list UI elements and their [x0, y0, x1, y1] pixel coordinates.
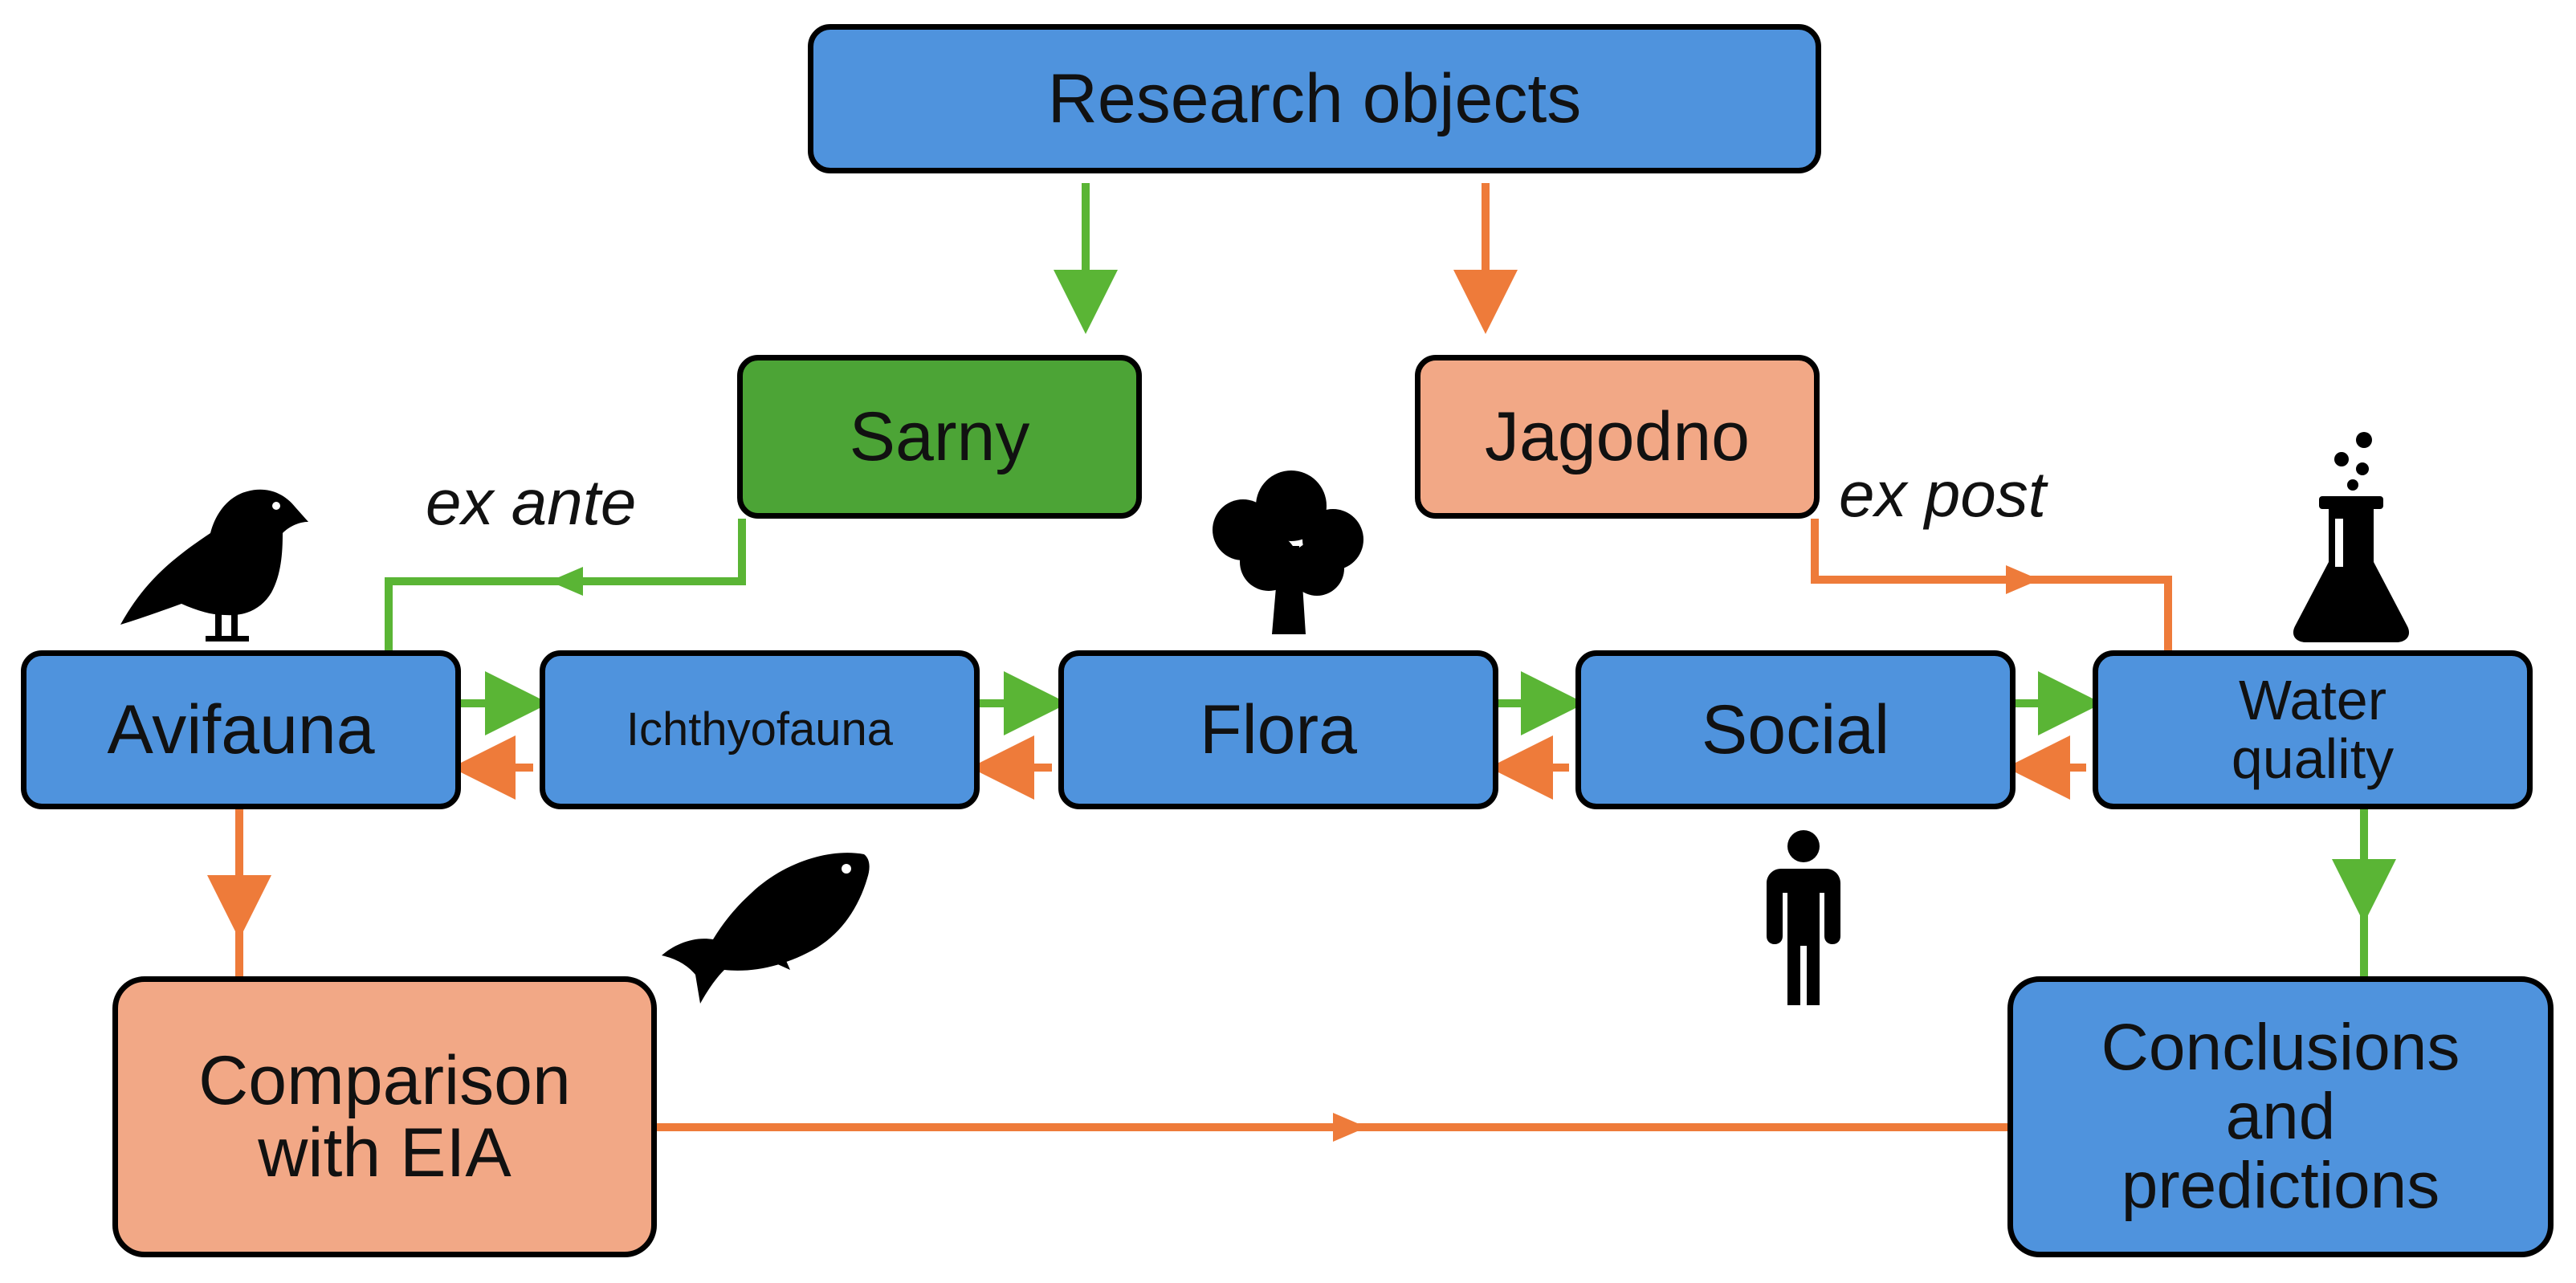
node-label: Social — [1701, 690, 1890, 768]
arrowhead-sarny-link — [549, 567, 583, 596]
node-label: Avifauna — [107, 690, 375, 768]
node-label: Water quality — [2231, 668, 2395, 790]
node-label: Comparison with EIA — [198, 1041, 571, 1191]
tree-icon — [1213, 470, 1363, 634]
node-label: Sarny — [849, 397, 1030, 475]
node-label: Jagodno — [1485, 397, 1750, 475]
node-label: Research objects — [1047, 59, 1582, 137]
flask-icon — [2293, 432, 2410, 642]
node-research-objects: Research objects — [808, 24, 1821, 173]
arrowhead-comparison-link — [1333, 1113, 1367, 1142]
node-flora: Flora — [1058, 650, 1498, 809]
node-conclusions-and-predictions: Conclusions and predictions — [2007, 976, 2554, 1257]
node-sarny: Sarny — [737, 355, 1142, 519]
bird-icon — [120, 489, 308, 642]
node-jagodno: Jagodno — [1415, 355, 1820, 519]
node-comparison-with-eia: Comparison with EIA — [112, 976, 657, 1257]
label-ex-post: ex post — [1839, 458, 2046, 530]
label-ex-ante: ex ante — [426, 466, 637, 538]
person-icon — [1767, 830, 1840, 1005]
node-water-quality: Water quality — [2093, 650, 2533, 809]
node-label: Flora — [1200, 690, 1357, 768]
arrowhead-jagodno-link — [2006, 565, 2040, 594]
node-ichthyofauna: Ichthyofauna — [540, 650, 980, 809]
arrowhead-sarny-link — [546, 567, 570, 596]
node-label: Conclusions and predictions — [2101, 1010, 2460, 1223]
link-jagodno-to-water — [1811, 519, 2172, 650]
node-avifauna: Avifauna — [21, 650, 461, 809]
node-label: Ichthyofauna — [626, 703, 894, 756]
fish-icon — [662, 853, 870, 1004]
node-social: Social — [1575, 650, 2016, 809]
